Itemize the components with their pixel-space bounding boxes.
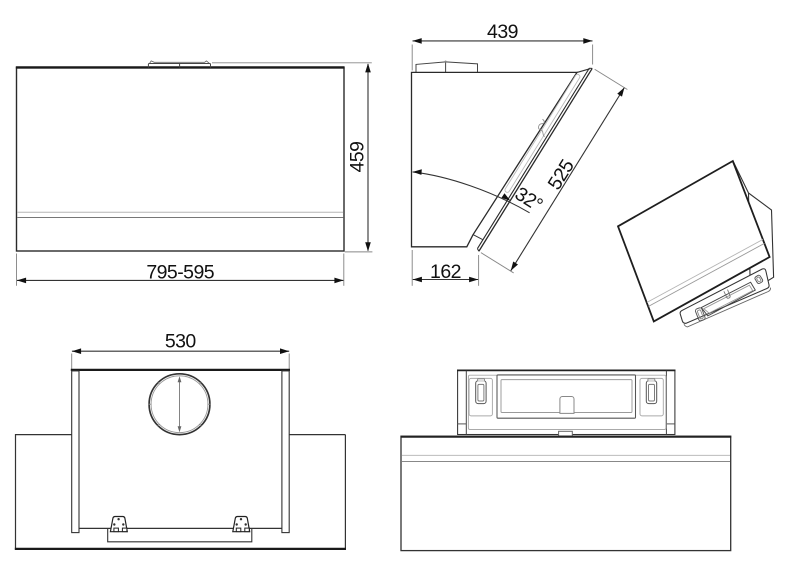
svg-text:162: 162 bbox=[430, 261, 461, 283]
svg-text:459: 459 bbox=[347, 142, 369, 173]
svg-text:439: 439 bbox=[487, 21, 518, 43]
svg-text:530: 530 bbox=[165, 330, 197, 352]
svg-text:795-595: 795-595 bbox=[146, 261, 214, 283]
